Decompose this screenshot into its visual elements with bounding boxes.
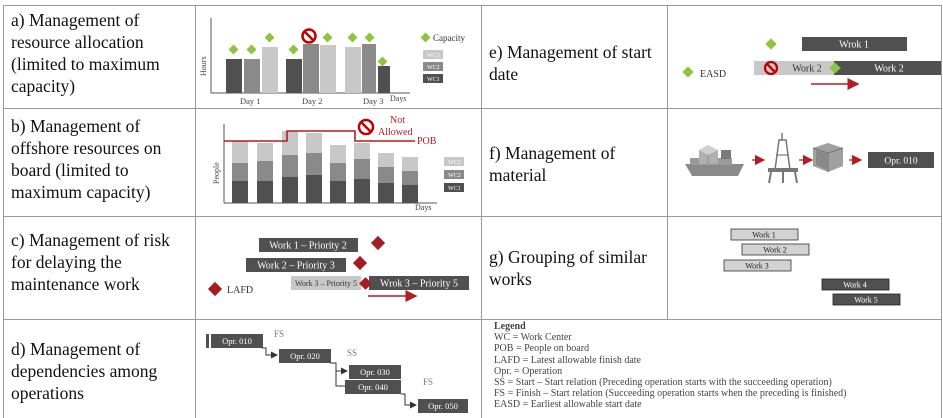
not-allowed-icon bbox=[763, 60, 779, 76]
panel-c-diagram: Work 1 – Priority 2 Work 2 – Priority 3 … bbox=[207, 235, 469, 302]
pob-bar-segment bbox=[257, 181, 273, 203]
panel-b-x-axis: Days bbox=[415, 203, 431, 212]
pob-bar-segment bbox=[354, 143, 370, 159]
panel-g-bar-4: Work 4 bbox=[843, 281, 867, 290]
panel-d-relation-2: SS bbox=[347, 348, 357, 358]
panel-g-diagram: Work 1 Work 2 Work 3 Work 4 Work 5 bbox=[723, 228, 901, 306]
panel-d-op-3: Opr. 030 bbox=[360, 367, 390, 377]
pob-bar-segment bbox=[378, 183, 394, 203]
legend: Legend WC = Work Center POB = People on … bbox=[494, 321, 939, 411]
panel-g-bar-2: Work 2 bbox=[763, 246, 787, 255]
panel-d-relation-3: FS bbox=[423, 377, 433, 387]
pob-bar-segment bbox=[402, 157, 418, 171]
panel-e-easd-label: EASD bbox=[700, 69, 726, 80]
panel-a-chart: Hours Days bbox=[199, 18, 465, 106]
pob-bar-segment bbox=[402, 185, 418, 203]
legend-item: WC = Work Center bbox=[494, 332, 572, 344]
panel-d-op-5: Opr. 050 bbox=[428, 401, 458, 411]
panel-b-limit-label: POB bbox=[417, 136, 437, 147]
panel-e-diagram: Wrok 1 Work 2 Work 2 EASD bbox=[682, 37, 941, 90]
panel-b-y-axis: People bbox=[212, 162, 221, 184]
pob-bar-segment bbox=[402, 171, 418, 185]
pob-bar-segment bbox=[257, 161, 273, 181]
panel-d-relation-1: FS bbox=[274, 329, 284, 339]
panel-d-diagram: Opr. 010 FS Opr. 020 SS Opr. 030 Opr. 04… bbox=[206, 329, 468, 413]
panel-c-bar-2: Work 2 – Priority 3 bbox=[257, 261, 335, 272]
panel-a-legend-wc3: WC3 bbox=[427, 53, 440, 59]
panel-b-chart: People Days POB Not Allowed WC3 WC2 WC1 bbox=[212, 115, 464, 212]
panel-f-diagram: Opr. 010 bbox=[685, 133, 934, 184]
panel-c-lafd-label: LAFD bbox=[227, 285, 253, 296]
panel-e-bar-2: Work 2 bbox=[874, 64, 903, 75]
pob-bar-segment bbox=[232, 181, 248, 203]
ship-icon bbox=[685, 145, 744, 176]
legend-item: SS = Start – Start relation (Preceding o… bbox=[494, 377, 832, 389]
pob-bar-segment bbox=[306, 175, 322, 203]
panel-a-day-label: Day 3 bbox=[363, 96, 384, 106]
legend-item: Opr. = Operation bbox=[494, 365, 563, 377]
pob-bar-segment bbox=[378, 153, 394, 167]
not-allowed-icon bbox=[357, 118, 375, 136]
panel-g-bar-3: Work 3 bbox=[745, 262, 769, 271]
pob-bar-segment bbox=[257, 143, 273, 161]
panel-f-op: Opr. 010 bbox=[884, 157, 918, 167]
panel-d-op-4: Opr. 040 bbox=[358, 382, 388, 392]
panel-g-bar-1: Work 1 bbox=[752, 231, 776, 240]
panel-a-legend-wc2: WC2 bbox=[427, 65, 440, 71]
panel-c-bar-3-ghost: Work 3 – Priority 5 bbox=[295, 279, 357, 288]
panel-d-op-2: Opr. 020 bbox=[290, 351, 320, 361]
boxes-icon bbox=[812, 143, 844, 172]
panel-e-bar-1: Wrok 1 bbox=[839, 40, 869, 51]
panel-a-day-label: Day 1 bbox=[240, 96, 261, 106]
legend-title: Legend bbox=[494, 321, 526, 332]
pob-bar-segment bbox=[354, 179, 370, 203]
pob-bar-segment bbox=[232, 141, 248, 163]
pob-bar-segment bbox=[282, 155, 298, 177]
legend-item: POB = People on board bbox=[494, 343, 590, 355]
panel-c-bar-1: Work 1 – Priority 2 bbox=[269, 241, 347, 252]
legend-item: FS = Finish – Start relation (Succeeding… bbox=[494, 388, 847, 400]
pob-bar-segment bbox=[282, 131, 298, 155]
panel-a-day-label: Day 2 bbox=[302, 96, 323, 106]
panel-e-bar-2-ghost: Work 2 bbox=[792, 64, 821, 75]
pob-bar-segment bbox=[354, 159, 370, 179]
panel-d-op-1: Opr. 010 bbox=[222, 336, 252, 346]
panel-b-not-allowed-1: Not bbox=[390, 115, 405, 126]
panel-c-bar-3: Wrok 3 – Priority 5 bbox=[380, 279, 458, 290]
pob-bar-segment bbox=[306, 153, 322, 175]
oil-platform-icon bbox=[768, 133, 798, 184]
cell-legend bbox=[481, 319, 942, 418]
panel-a-y-axis: Hours bbox=[199, 56, 208, 76]
panel-b-legend-wc3: WC3 bbox=[448, 160, 461, 166]
panel-a-legend-wc1: WC1 bbox=[427, 77, 440, 83]
panel-b-legend-wc2: WC2 bbox=[448, 173, 461, 179]
panel-b-not-allowed-2: Allowed bbox=[378, 127, 412, 138]
panel-b-legend-wc1: WC1 bbox=[448, 186, 461, 192]
pob-bar-segment bbox=[306, 133, 322, 153]
panel-a-x-axis: Days bbox=[390, 94, 406, 103]
legend-item: LAFD = Latest allowable finish date bbox=[494, 354, 641, 366]
legend-item: EASD = Earliest allowable start date bbox=[494, 399, 642, 411]
pob-bar-segment bbox=[330, 181, 346, 203]
pob-bar-segment bbox=[330, 163, 346, 181]
not-allowed-icon bbox=[301, 28, 317, 44]
pob-bar-segment bbox=[282, 177, 298, 203]
panel-g-bar-5: Work 5 bbox=[854, 296, 878, 305]
pob-bar-segment bbox=[378, 167, 394, 183]
pob-bar-segment bbox=[330, 145, 346, 163]
panel-a-capacity-legend: Capacity bbox=[433, 33, 465, 43]
pob-bar-segment bbox=[232, 163, 248, 181]
